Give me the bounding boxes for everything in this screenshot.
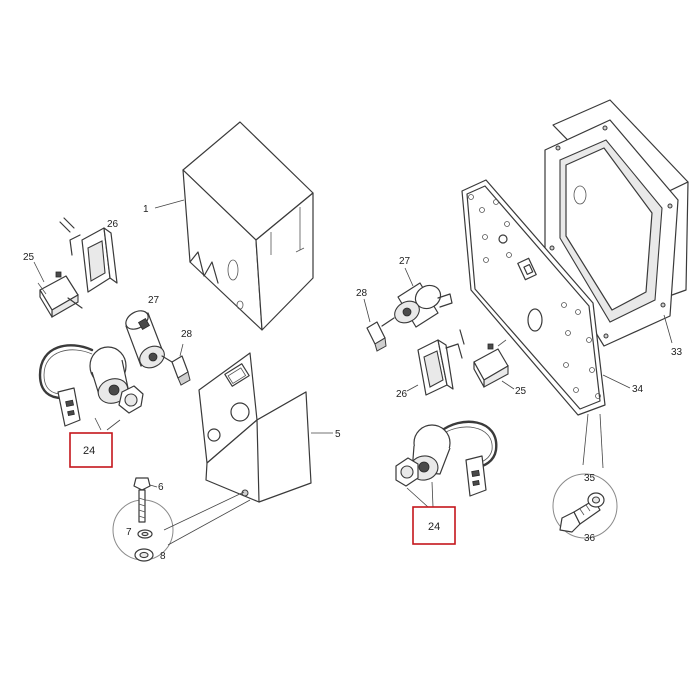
part-25-switch-right bbox=[473, 339, 509, 388]
callout-26: 26 bbox=[107, 219, 119, 230]
part-24-socket-left bbox=[38, 344, 144, 427]
callout-35: 35 bbox=[584, 473, 596, 484]
part-24-socket-right bbox=[395, 420, 498, 497]
callout-6: 6 bbox=[158, 482, 164, 493]
hardware-detail-left bbox=[112, 477, 251, 562]
callout-26-right: 26 bbox=[396, 389, 408, 400]
highlight-box-right bbox=[412, 506, 456, 545]
part-26-rocker-right bbox=[417, 329, 465, 396]
callout-24-left: 24 bbox=[83, 445, 95, 457]
callout-27: 27 bbox=[148, 295, 160, 306]
hardware-detail-right bbox=[552, 413, 618, 539]
callout-7: 7 bbox=[126, 527, 132, 538]
callout-27-right: 27 bbox=[399, 256, 411, 267]
part-27-keyswitch-right bbox=[394, 282, 453, 328]
part-1-cover bbox=[182, 121, 314, 331]
callout-33: 33 bbox=[671, 347, 683, 358]
part-28-key bbox=[161, 343, 191, 386]
part-27-keyswitch bbox=[125, 310, 165, 369]
callout-25: 25 bbox=[23, 252, 35, 263]
callout-24-right: 24 bbox=[428, 521, 440, 533]
callout-25-right: 25 bbox=[515, 386, 527, 397]
part-25-switch bbox=[37, 271, 83, 318]
callout-28: 28 bbox=[181, 329, 193, 340]
part-28-key-right bbox=[366, 317, 395, 352]
callout-28-right: 28 bbox=[356, 288, 368, 299]
callout-8: 8 bbox=[160, 551, 166, 562]
highlight-box-left bbox=[69, 432, 113, 468]
part-34-panel bbox=[461, 179, 606, 416]
part-5-bracket bbox=[198, 352, 312, 503]
callout-34: 34 bbox=[632, 384, 644, 395]
callout-5: 5 bbox=[335, 429, 341, 440]
callout-36: 36 bbox=[584, 533, 596, 544]
callout-1: 1 bbox=[143, 204, 149, 215]
part-26-rocker bbox=[59, 217, 118, 293]
